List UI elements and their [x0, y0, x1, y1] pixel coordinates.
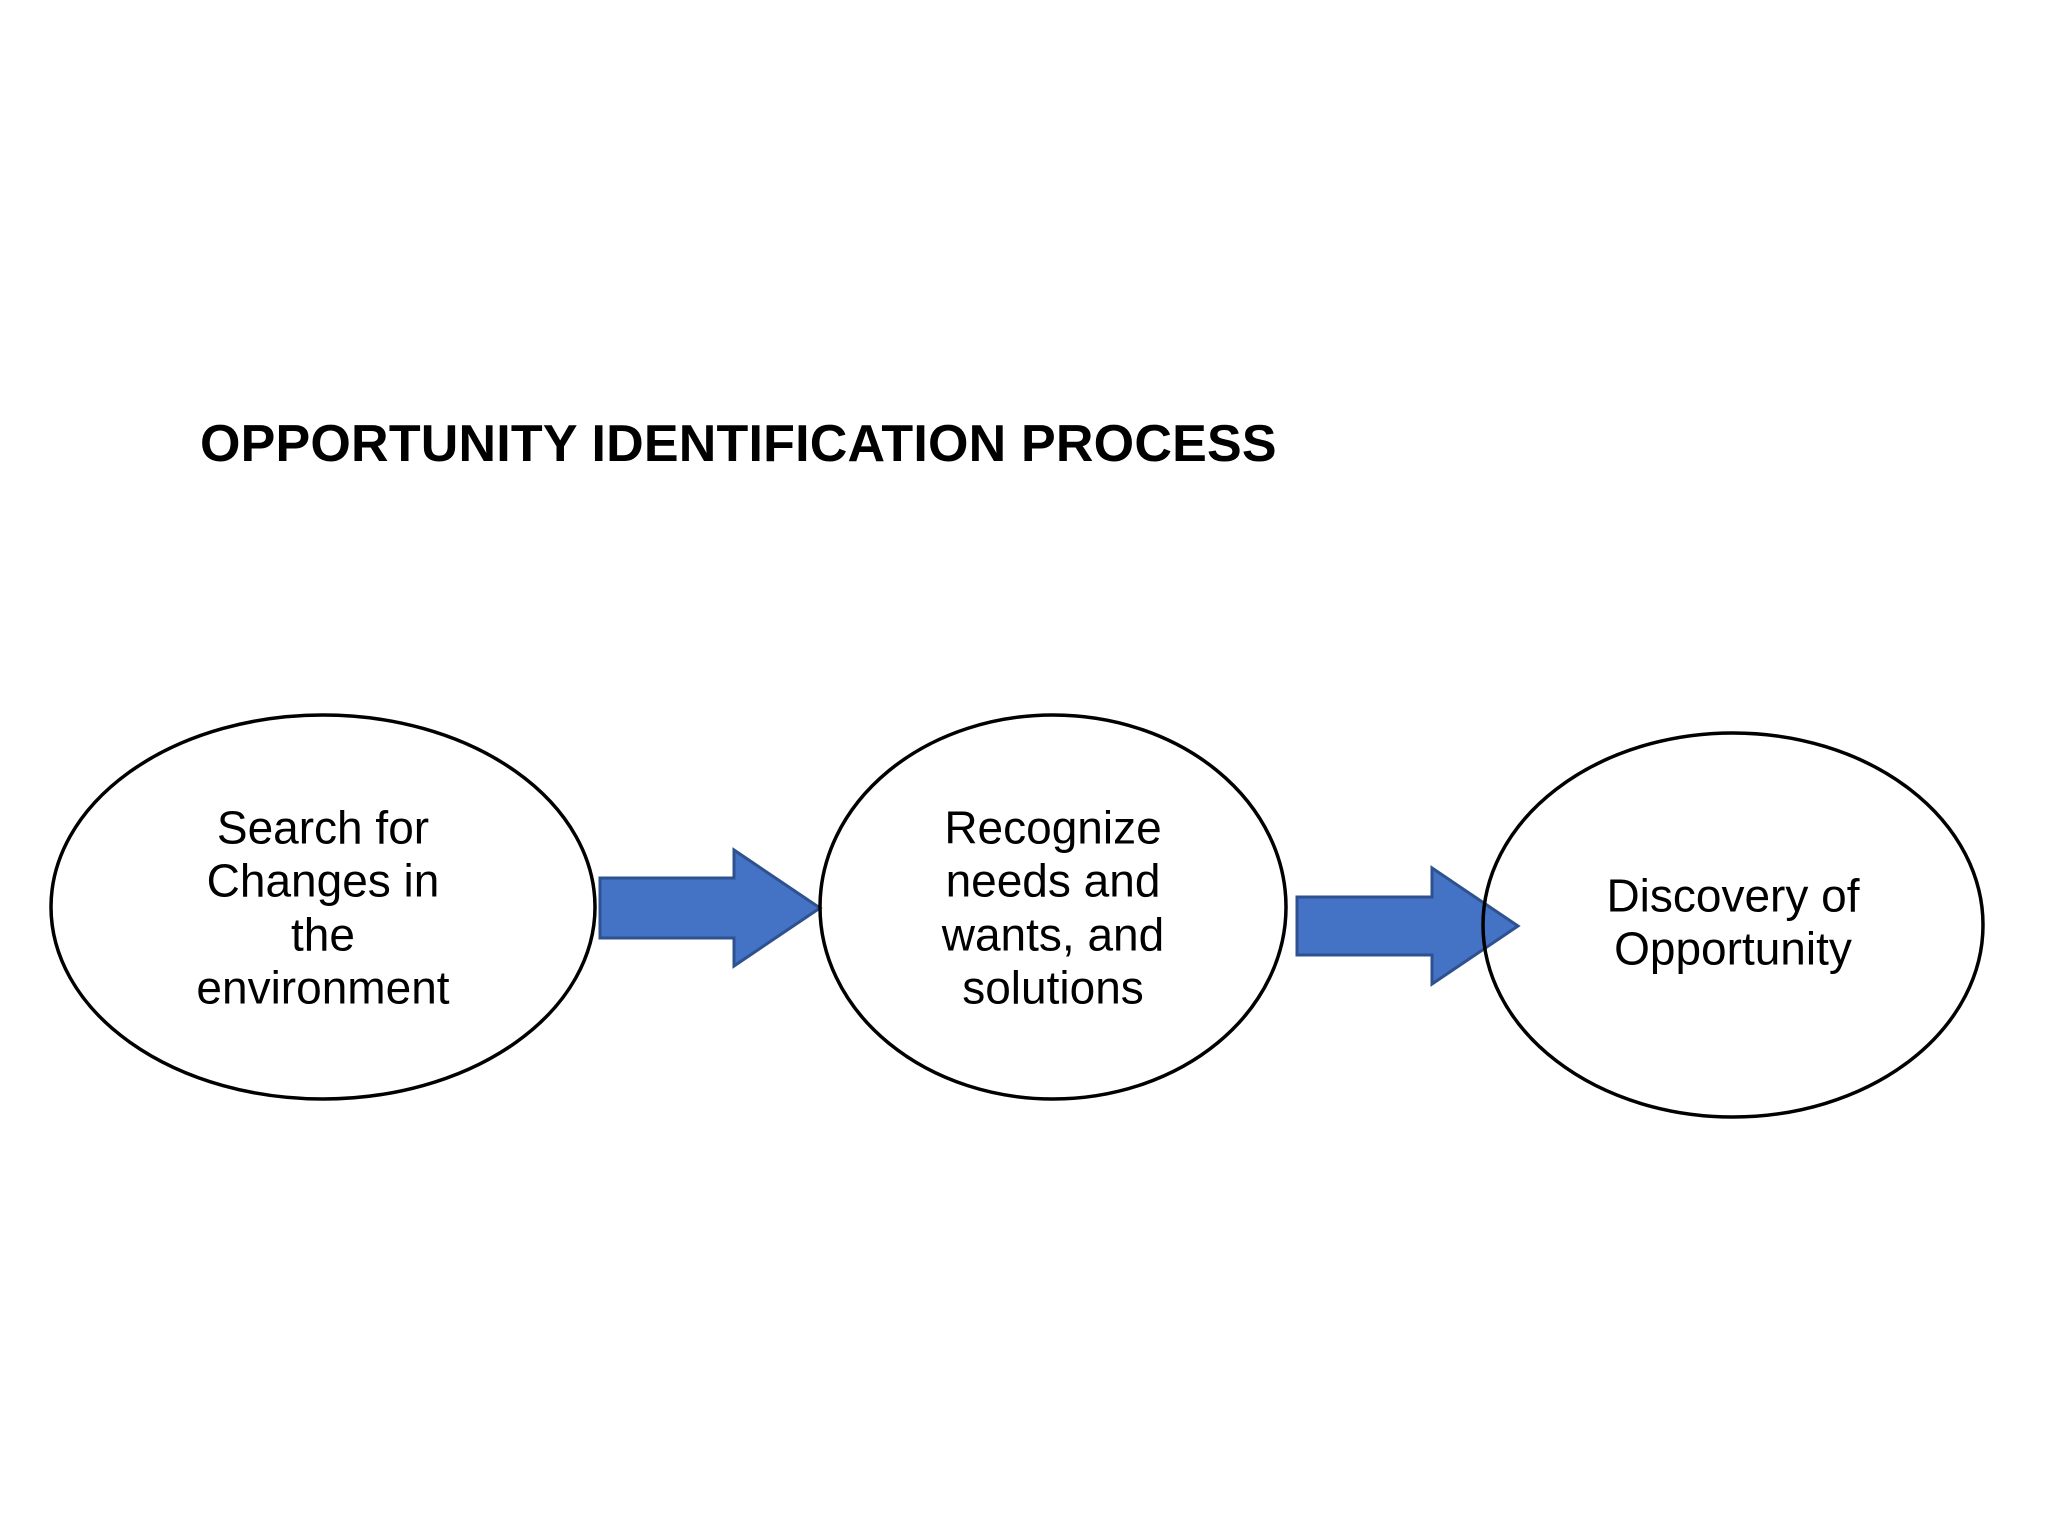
arrow-1-connector[interactable]: [598, 847, 823, 969]
process-node-2-ellipse[interactable]: [818, 713, 1288, 1101]
process-node-3-ellipse[interactable]: [1481, 731, 1985, 1119]
arrow-2-connector[interactable]: [1295, 865, 1521, 987]
process-node-1-ellipse[interactable]: [49, 713, 597, 1101]
page-title: OPPORTUNITY IDENTIFICATION PROCESS: [200, 415, 1277, 473]
